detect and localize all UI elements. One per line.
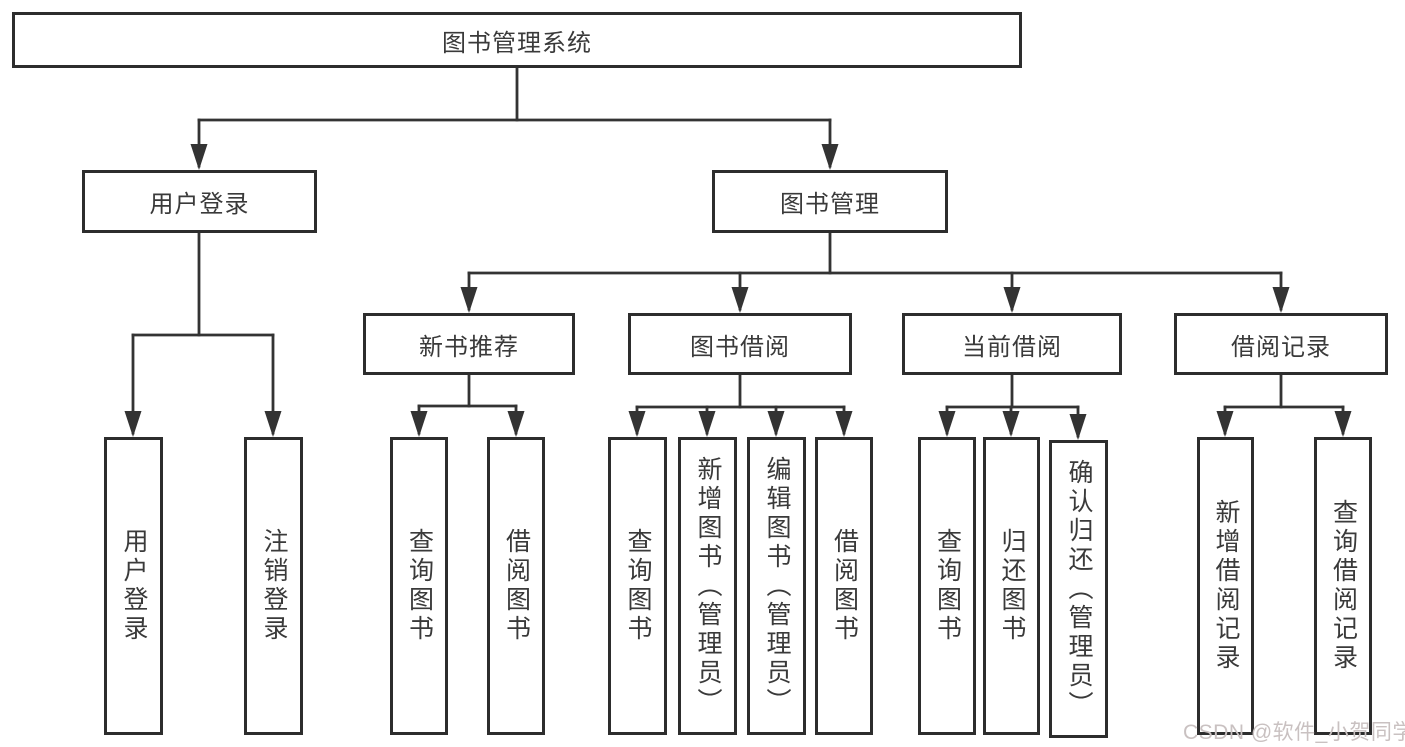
- node-label: 用户登录: [120, 528, 148, 644]
- connector-current-borrow-branch: [938, 373, 1087, 440]
- node-label: 图书管理: [780, 191, 880, 218]
- node-label: 新书推荐: [419, 333, 519, 361]
- node-label: 借阅记录: [1231, 333, 1331, 361]
- node-label: 查询图书: [405, 528, 434, 644]
- node-label: 借阅图书: [502, 528, 531, 644]
- arrowhead: [821, 144, 839, 170]
- leaf-edit-books-admin: 编辑图书（管理员）: [747, 437, 806, 735]
- arrowhead: [1003, 287, 1021, 313]
- node-user-login: 用户登录: [82, 170, 317, 233]
- connector-user-login-branch: [124, 231, 282, 437]
- node-label: 查询图书: [933, 528, 962, 644]
- arrowhead: [835, 411, 853, 437]
- arrowhead: [698, 411, 716, 437]
- arrowhead: [628, 411, 646, 437]
- leaf-query-borrow-record: 查询借阅记录: [1314, 437, 1372, 735]
- node-label: 当前借阅: [962, 333, 1062, 361]
- node-new-book-recommend: 新书推荐: [363, 313, 575, 375]
- node-label: 查询图书: [624, 528, 652, 644]
- leaf-borrow-books: 借阅图书: [487, 437, 545, 735]
- leaf-query-books: 查询图书: [918, 437, 976, 735]
- node-label: 新增借阅记录: [1212, 499, 1240, 673]
- node-label: 确认归还（管理员）: [1065, 458, 1093, 720]
- node-library-system: 图书管理系统: [12, 12, 1022, 68]
- node-label: 归还图书: [998, 528, 1026, 644]
- leaf-return-books: 归还图书: [983, 437, 1040, 735]
- node-book-management: 图书管理: [712, 170, 948, 233]
- arrowhead: [460, 287, 478, 313]
- node-current-borrow: 当前借阅: [902, 313, 1122, 375]
- arrowhead: [264, 411, 282, 437]
- leaf-add-borrow-record: 新增借阅记录: [1197, 437, 1254, 735]
- leaf-borrow-books: 借阅图书: [815, 437, 873, 735]
- node-label: 编辑图书（管理员）: [763, 455, 791, 717]
- connector-book-management-branch: [460, 231, 1290, 313]
- node-label: 注销登录: [260, 528, 288, 644]
- node-borrow-records: 借阅记录: [1174, 313, 1388, 375]
- arrowhead: [938, 411, 956, 437]
- node-book-borrow: 图书借阅: [628, 313, 852, 375]
- arrowhead: [767, 411, 785, 437]
- node-label: 查询借阅记录: [1329, 499, 1358, 673]
- arrowhead: [507, 411, 525, 437]
- node-label: 用户登录: [149, 191, 250, 218]
- arrowhead: [1216, 411, 1234, 437]
- connector-borrow-records-branch: [1216, 373, 1352, 437]
- leaf-query-books: 查询图书: [608, 437, 667, 735]
- arrowhead: [1002, 411, 1020, 437]
- node-label: 图书借阅: [690, 333, 790, 361]
- node-label: 借阅图书: [830, 528, 859, 644]
- arrowhead: [731, 287, 749, 313]
- arrowhead: [1334, 411, 1352, 437]
- connector-book-borrow-branch: [628, 373, 853, 437]
- leaf-add-books-admin: 新增图书（管理员）: [678, 437, 737, 735]
- node-label: 新增图书（管理员）: [694, 455, 722, 717]
- csdn-watermark: CSDN @软件_小贺同学: [1183, 721, 1405, 744]
- leaf-user-login: 用户登录: [104, 437, 163, 735]
- node-label: 图书管理系统: [442, 29, 592, 57]
- leaf-query-books: 查询图书: [390, 437, 448, 735]
- leaf-logout: 注销登录: [244, 437, 303, 735]
- connector-root-to-level2: [190, 66, 839, 170]
- arrowhead: [190, 144, 208, 170]
- arrowhead: [1272, 287, 1290, 313]
- arrowhead: [410, 411, 428, 437]
- arrowhead: [124, 411, 142, 437]
- leaf-confirm-return-admin: 确认归还（管理员）: [1049, 440, 1108, 738]
- connector-new-book-recommend-branch: [410, 373, 525, 437]
- arrowhead: [1069, 414, 1087, 440]
